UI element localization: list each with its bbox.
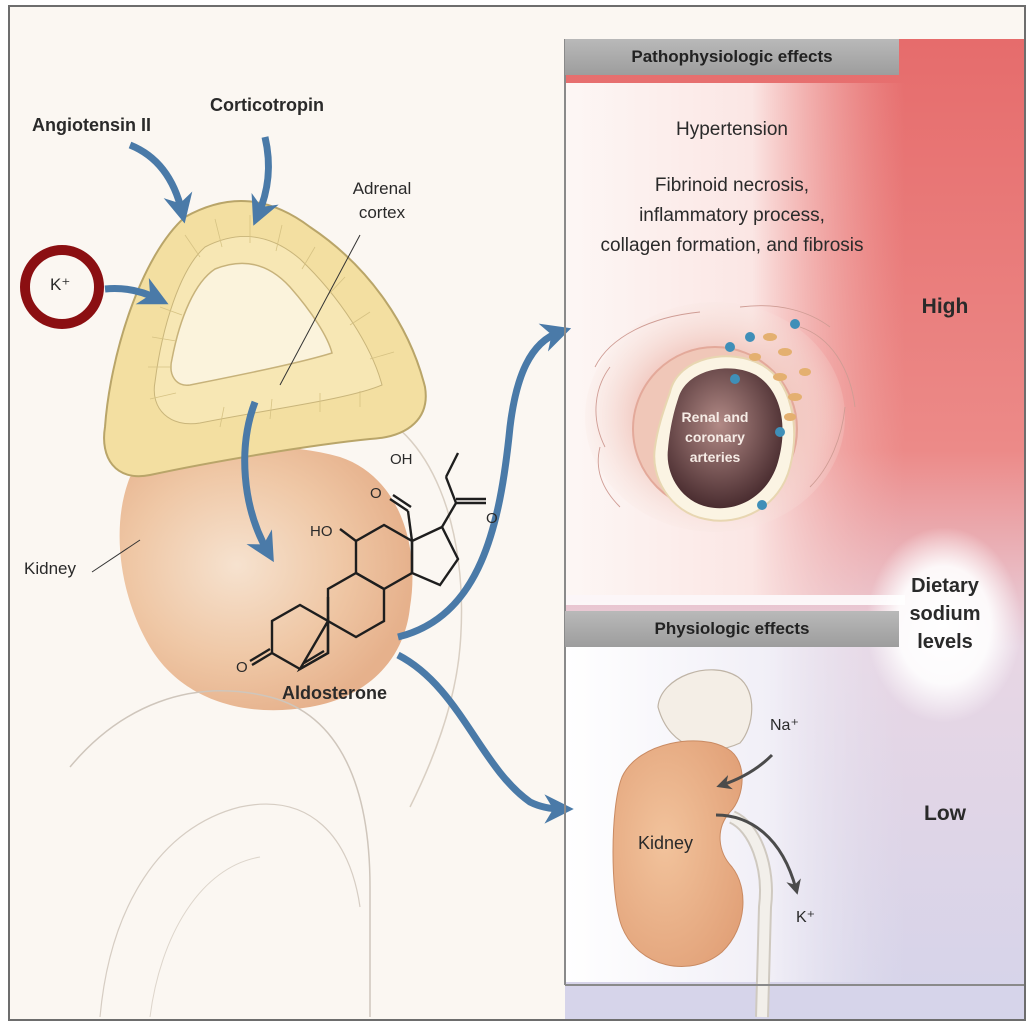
potassium-out-label: K⁺ [796,907,815,927]
kidney-label: Kidney [24,559,76,579]
ho-label: HO [310,523,333,540]
ring-o-label: O [236,659,248,676]
hypertension-text: Hypertension [565,119,899,141]
dietary-sodium-line2: sodium [892,600,998,628]
aldosterone-label: Aldosterone [282,683,387,704]
physio-panel-header: Physiologic effects [565,611,899,647]
patho-effects-line3: collagen formation, and fibrosis [565,231,899,261]
patho-effects-text: Fibrinoid necrosis, inflammatory process… [565,171,899,261]
dietary-sodium-line3: levels [892,628,998,656]
artery-label-line2: coronary [660,427,770,447]
sodium-label: Na⁺ [770,715,799,735]
ketone-o-label: O [486,510,498,527]
potassium-label: K⁺ [50,275,70,295]
kidney-body [120,447,413,711]
high-label: High [900,295,990,319]
patho-effects-line1: Fibrinoid necrosis, [565,171,899,201]
patho-effects-line2: inflammatory process, [565,201,899,231]
artery-label: Renal and coronary arteries [660,407,770,467]
artery-label-line3: arteries [660,447,770,467]
illustration [10,7,1024,1019]
corticotropin-label: Corticotropin [210,95,324,116]
low-label: Low [900,802,990,826]
artery-label-line1: Renal and [660,407,770,427]
to-physio-arrow [398,655,562,809]
dietary-sodium-line1: Dietary [892,572,998,600]
aldehyde-o-label: O [370,485,382,502]
patho-panel-header: Pathophysiologic effects [565,39,899,75]
oh-top-label: OH [390,451,413,468]
dietary-sodium-label: Dietary sodium levels [892,572,998,656]
adrenal-cortex-label-line1: Adrenal [342,177,422,201]
angiotensin-arrow [130,145,182,212]
angiotensin-label: Angiotensin II [32,115,151,136]
kidney-right-label: Kidney [638,833,693,854]
figure-frame: Pathophysiologic effects Physiologic eff… [8,5,1026,1021]
corticotropin-arrow [258,137,269,215]
adrenal-cortex-label: Adrenal cortex [342,177,422,225]
adrenal-cortex-label-line2: cortex [342,201,422,225]
